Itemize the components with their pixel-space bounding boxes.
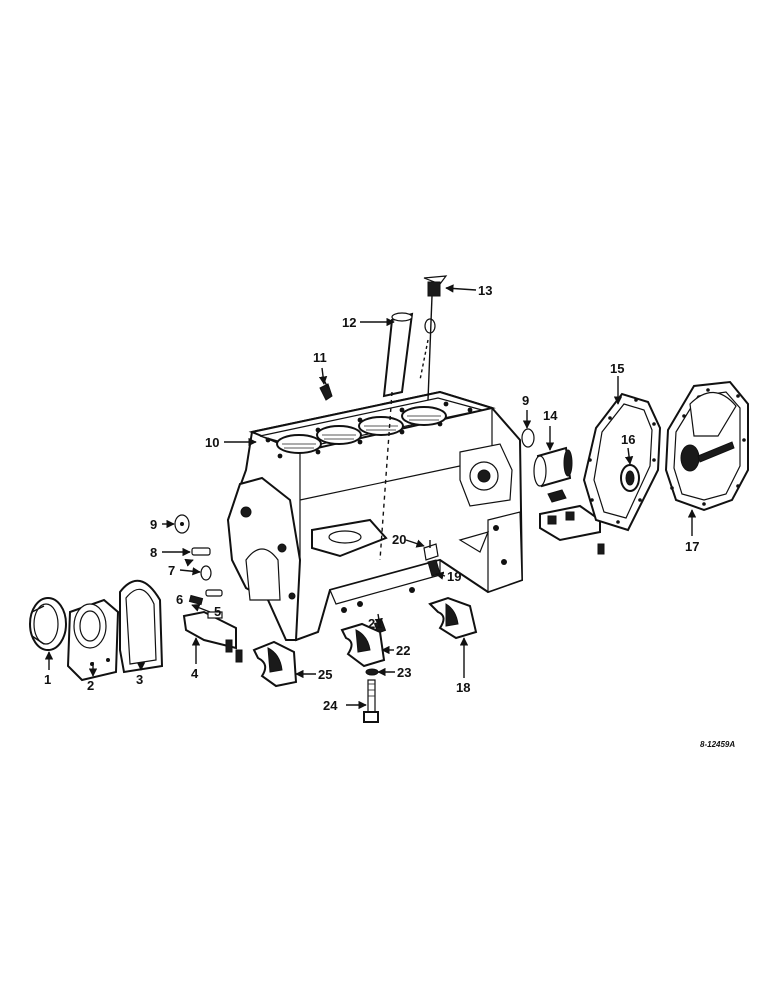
callout-14: 14 [543,408,558,423]
cylinder-block [226,390,524,642]
callout-4: 4 [191,666,199,681]
callout-7: 7 [168,563,175,578]
callout-10: 10 [205,435,219,450]
callout-3: 3 [136,672,143,687]
part-front-bearing-cap [182,610,243,663]
callout-20: 20 [392,532,406,547]
part-cap-bolt [363,679,379,723]
callout-labels: 1 2 3 4 5 6 7 8 9 10 11 12 13 9 14 15 16… [44,283,699,713]
part-fitting [319,379,333,401]
part-rear-plate-gasket [582,392,662,532]
part-cam-bushing [533,446,573,488]
callout-9-right: 9 [522,393,529,408]
part-oil-filler-tube [382,312,414,398]
callout-21: 21 [368,616,382,631]
callout-15: 15 [610,361,624,376]
part-seal-retainer [66,598,120,682]
leader-lines [44,284,697,710]
callout-1: 1 [44,672,51,687]
callout-6: 6 [176,592,183,607]
part-rear-seal [29,597,67,651]
part-rear-bearing-cap-assy [539,504,605,555]
part-rear-end-plate [664,380,749,512]
callout-5: 5 [214,604,221,619]
callout-19: 19 [447,569,461,584]
callout-24: 24 [323,698,338,713]
part-seal-16 [620,464,640,492]
part-relief-valve [423,540,441,577]
part-dipstick [419,275,448,401]
callout-2: 2 [87,678,94,693]
callout-22: 22 [396,643,410,658]
callout-13: 13 [478,283,492,298]
callout-25: 25 [318,667,332,682]
callout-11: 11 [313,350,327,365]
drawing-code: 8-12459A [700,740,735,749]
part-main-bearing-cap-front [252,640,298,688]
callout-17: 17 [685,539,699,554]
callout-12: 12 [342,315,356,330]
part-gasket [119,579,164,674]
part-main-bearing-cap-rear [428,596,478,640]
callout-23: 23 [397,665,411,680]
callout-18: 18 [456,680,470,695]
callout-9-left: 9 [150,517,157,532]
callout-8: 8 [150,545,157,560]
callout-16: 16 [621,432,635,447]
